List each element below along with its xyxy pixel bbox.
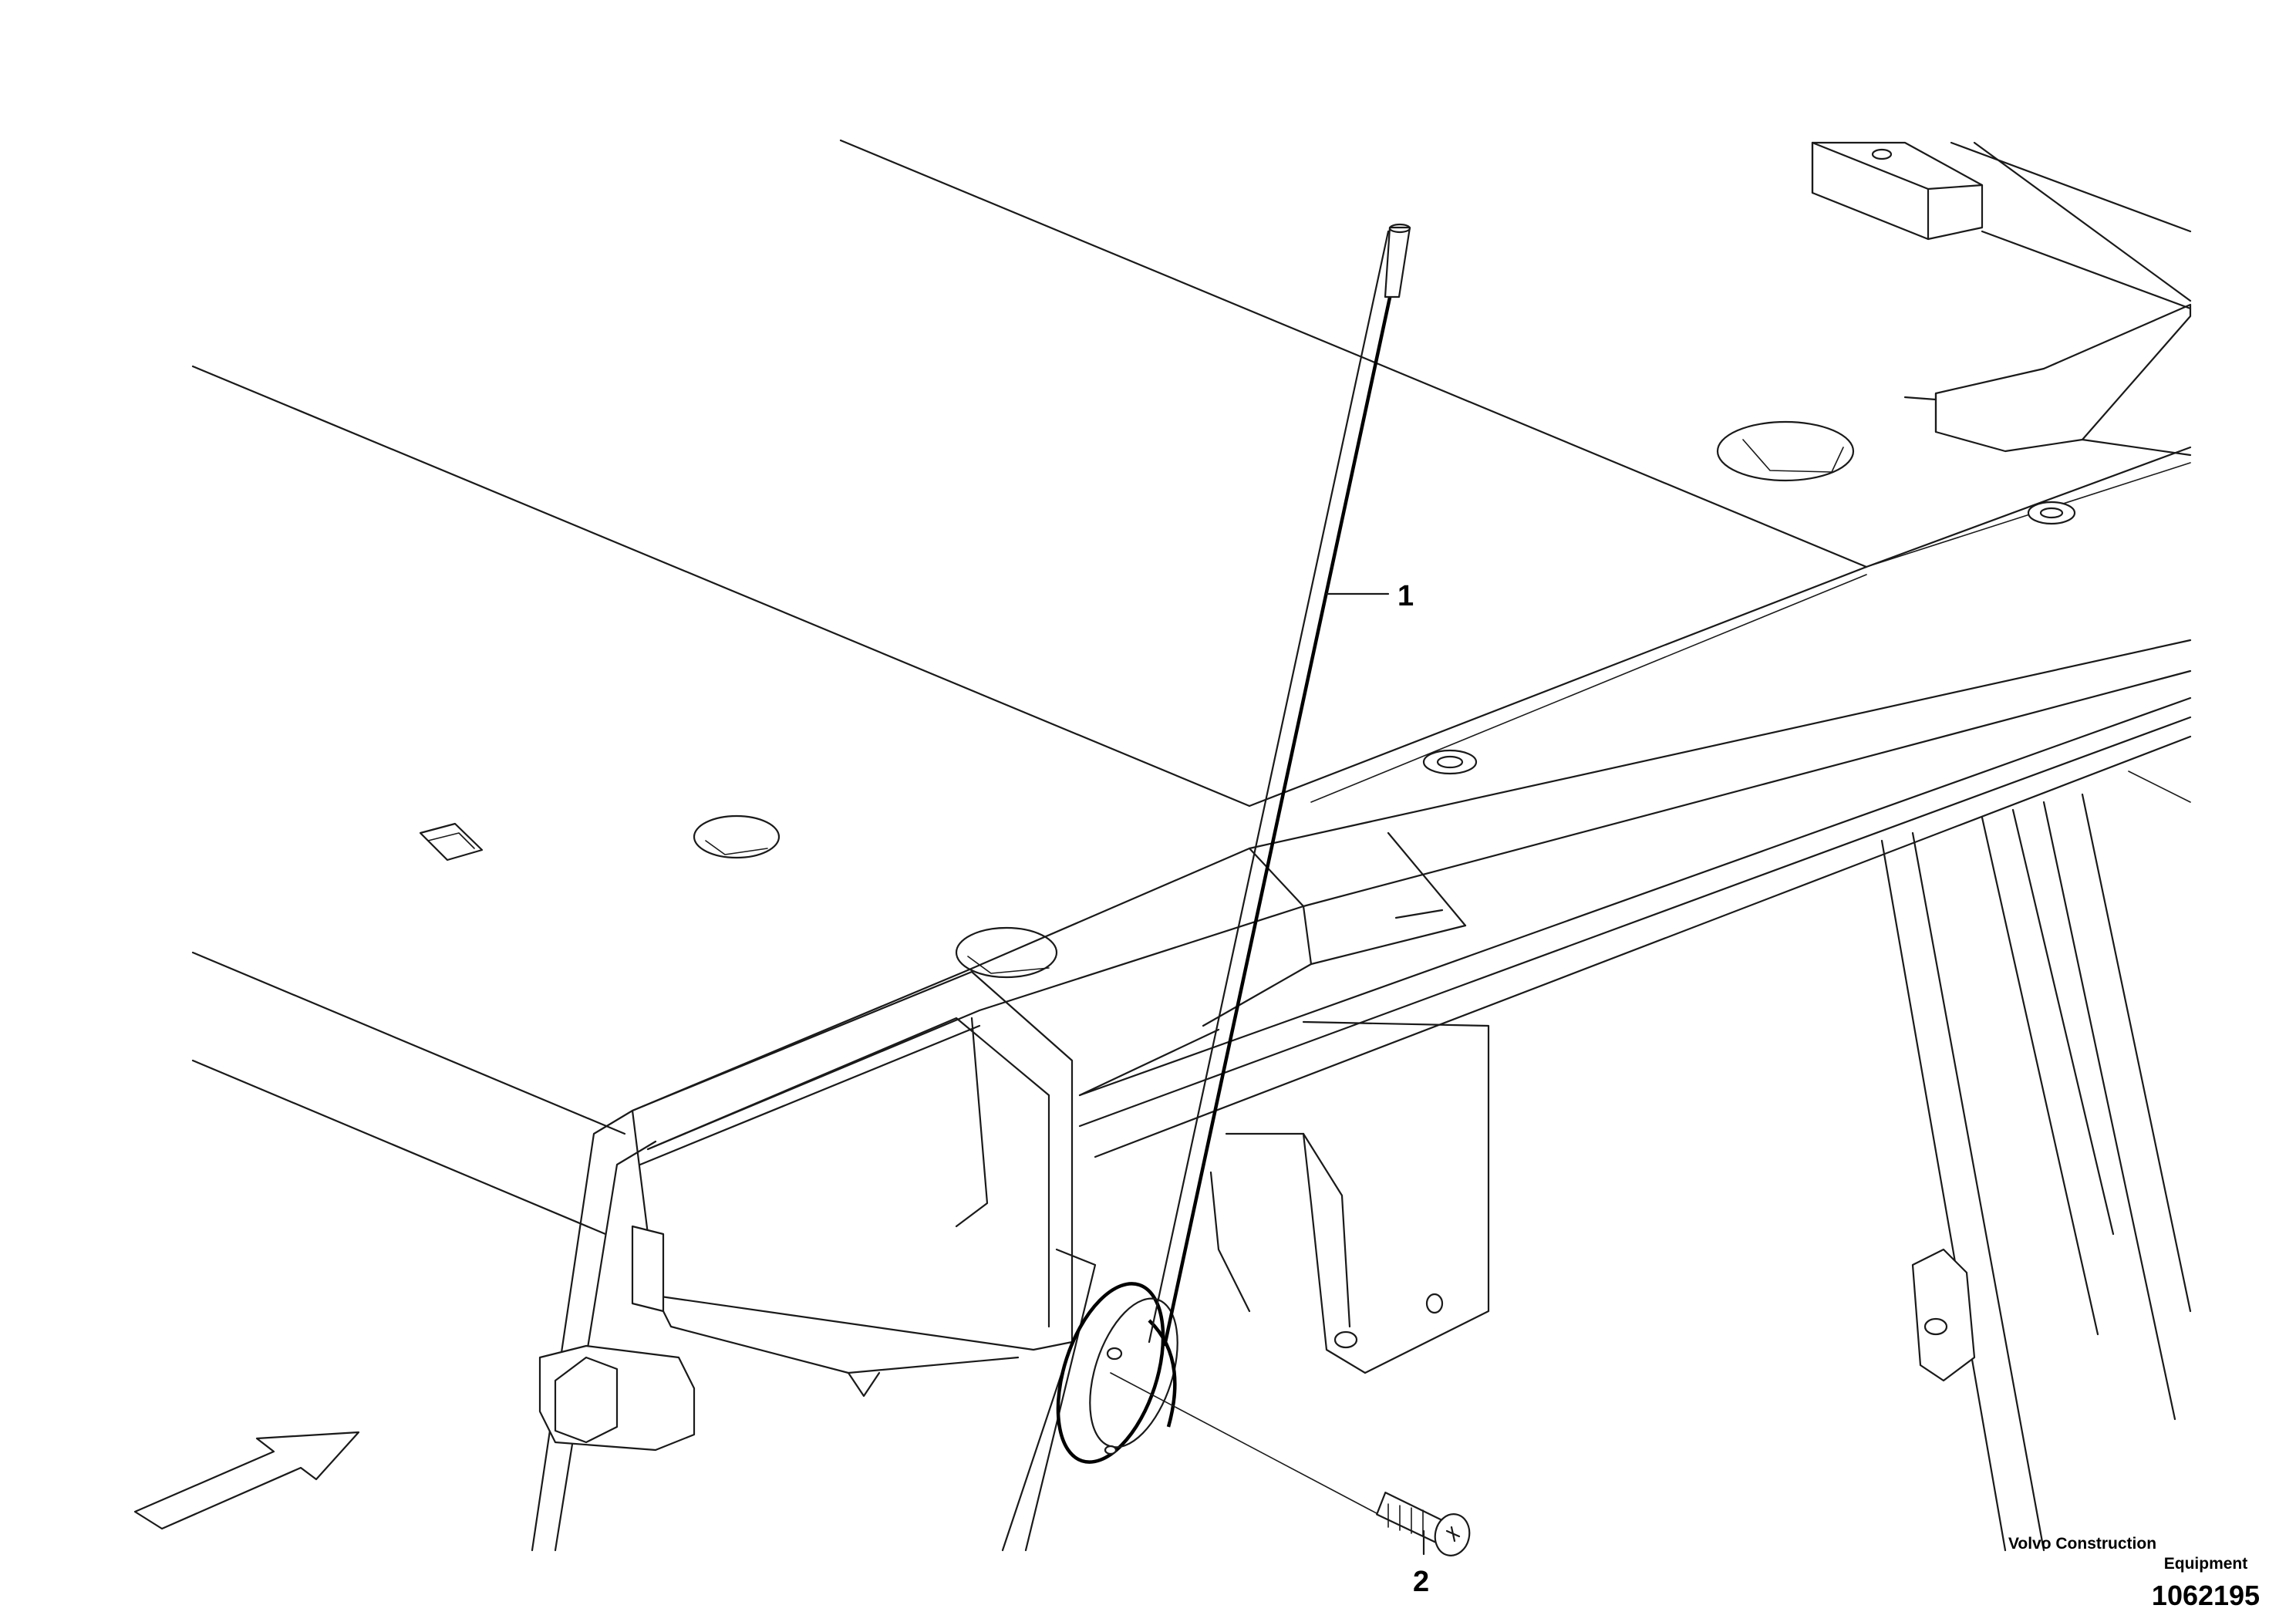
callout-2: 2 bbox=[1413, 1529, 1429, 1598]
roof-fittings bbox=[1716, 141, 2192, 525]
credit-division: Equipment bbox=[2163, 1555, 2248, 1573]
center-bracket bbox=[1209, 1020, 1490, 1374]
credit-company: Volvo Construction bbox=[2008, 1535, 2157, 1553]
antenna-rod bbox=[1148, 223, 1411, 1347]
figure-number: 1062195 bbox=[2151, 1580, 2261, 1611]
cab-roof bbox=[191, 139, 2192, 1236]
roof-holes bbox=[419, 814, 1058, 979]
callout-1: 1 bbox=[1325, 580, 1414, 612]
left-post bbox=[531, 970, 1097, 1552]
callout-2-label: 2 bbox=[1413, 1566, 1429, 1598]
cab-frame bbox=[631, 639, 2192, 1166]
mounting-screw bbox=[1110, 1372, 1471, 1556]
antenna-base bbox=[1056, 1282, 1178, 1464]
direction-arrow-icon bbox=[133, 1431, 360, 1530]
callout-1-label: 1 bbox=[1397, 580, 1414, 612]
right-posts bbox=[1880, 771, 2192, 1552]
